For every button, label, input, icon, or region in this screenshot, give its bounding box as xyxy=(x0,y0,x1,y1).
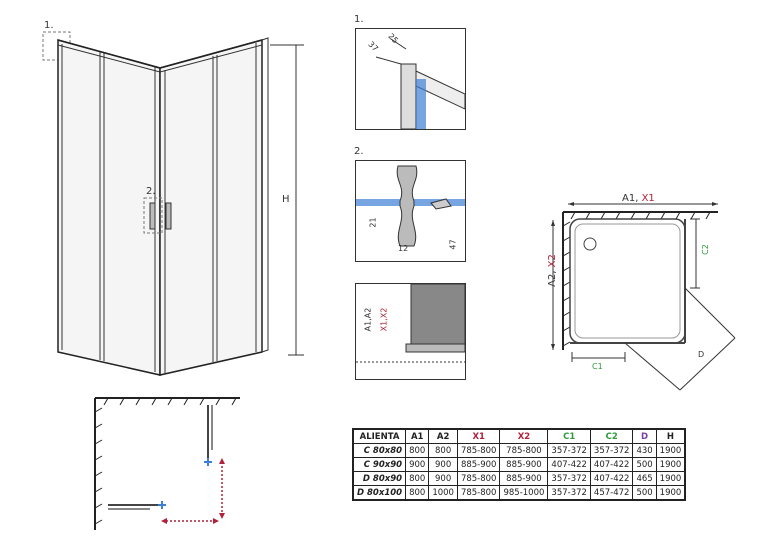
detail-2-marker xyxy=(143,197,163,234)
right-panel xyxy=(159,37,269,376)
floor-plan xyxy=(94,397,240,530)
a1x1-label: A1, X1 xyxy=(622,193,655,204)
col-header: A1 xyxy=(405,428,430,444)
a2x2-label: A2, X2 xyxy=(546,254,558,287)
detail-2-callout-label: 2. xyxy=(146,186,156,197)
a1a2-label: A1,A2 xyxy=(363,307,373,332)
col-header: C2 xyxy=(589,428,634,444)
col-header: D xyxy=(632,428,657,444)
col-header: A2 xyxy=(428,428,458,444)
c1-label: C1 xyxy=(592,362,603,371)
height-label: H xyxy=(282,194,290,205)
dim-47: 47 xyxy=(448,239,458,250)
detail-2-box xyxy=(355,160,466,262)
col-header: X1 xyxy=(456,428,501,444)
d-label: D xyxy=(698,350,705,359)
c2-label: C2 xyxy=(700,244,710,255)
handle-group xyxy=(149,202,172,230)
col-header: X2 xyxy=(499,428,549,444)
dim-12: 12 xyxy=(398,244,409,253)
col-header: C1 xyxy=(547,428,591,444)
detail-2-title: 2. xyxy=(354,146,364,157)
tray-plan xyxy=(551,202,736,391)
detail-3-box xyxy=(355,283,466,380)
col-header: H xyxy=(655,428,686,444)
x1x2-label: X1,X2 xyxy=(379,307,389,332)
left-panel xyxy=(57,39,161,376)
detail-1-box xyxy=(355,28,466,130)
detail-1-callout-label: 1. xyxy=(44,20,54,31)
dim-21: 21 xyxy=(368,217,378,228)
detail-1-title: 1. xyxy=(354,14,364,25)
col-header: ALIENTA xyxy=(352,428,407,444)
table-header-row: ALIENTA A1 A2 X1 X2 C1 C2 D H xyxy=(352,428,686,444)
